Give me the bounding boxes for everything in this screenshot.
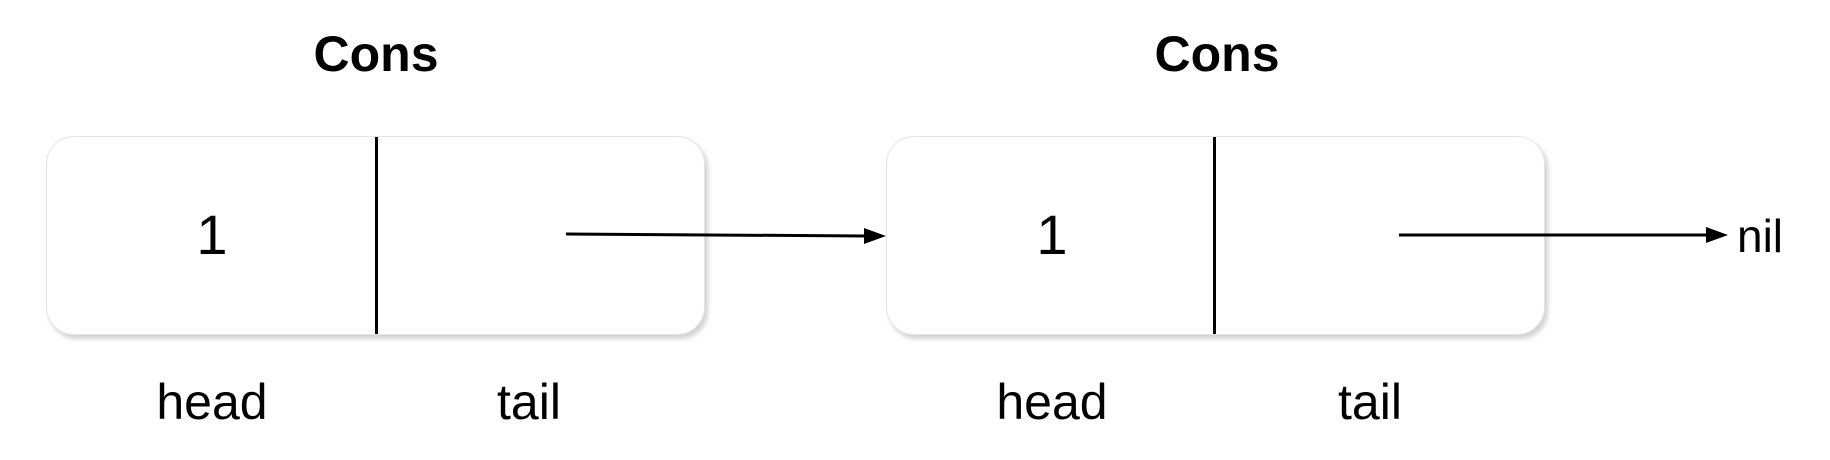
cons-cell-2-divider (1213, 137, 1216, 334)
cons-cell-1-head-label: head (156, 374, 268, 430)
nil-terminal: nil (1737, 210, 1784, 262)
tail-pointer-1-arrowhead (864, 228, 886, 244)
tail-pointer-2-arrowhead (1706, 227, 1728, 243)
cons-cell-1-head-value: 1 (196, 203, 228, 266)
cons-cell-2-box: 1 (886, 136, 1545, 335)
cons-cell-1-tail-label: tail (497, 374, 561, 430)
cons-cell-2-tail-label: tail (1338, 374, 1402, 430)
cons-cell-2-head-label: head (996, 374, 1108, 430)
cons-cell-1-divider (375, 137, 378, 334)
cons-cell-1-title: Cons (313, 26, 439, 82)
cons-cell-1-box: 1 (46, 136, 705, 335)
cons-cell-2-head-value: 1 (1036, 203, 1068, 266)
cons-cell-2-title: Cons (1154, 26, 1280, 82)
